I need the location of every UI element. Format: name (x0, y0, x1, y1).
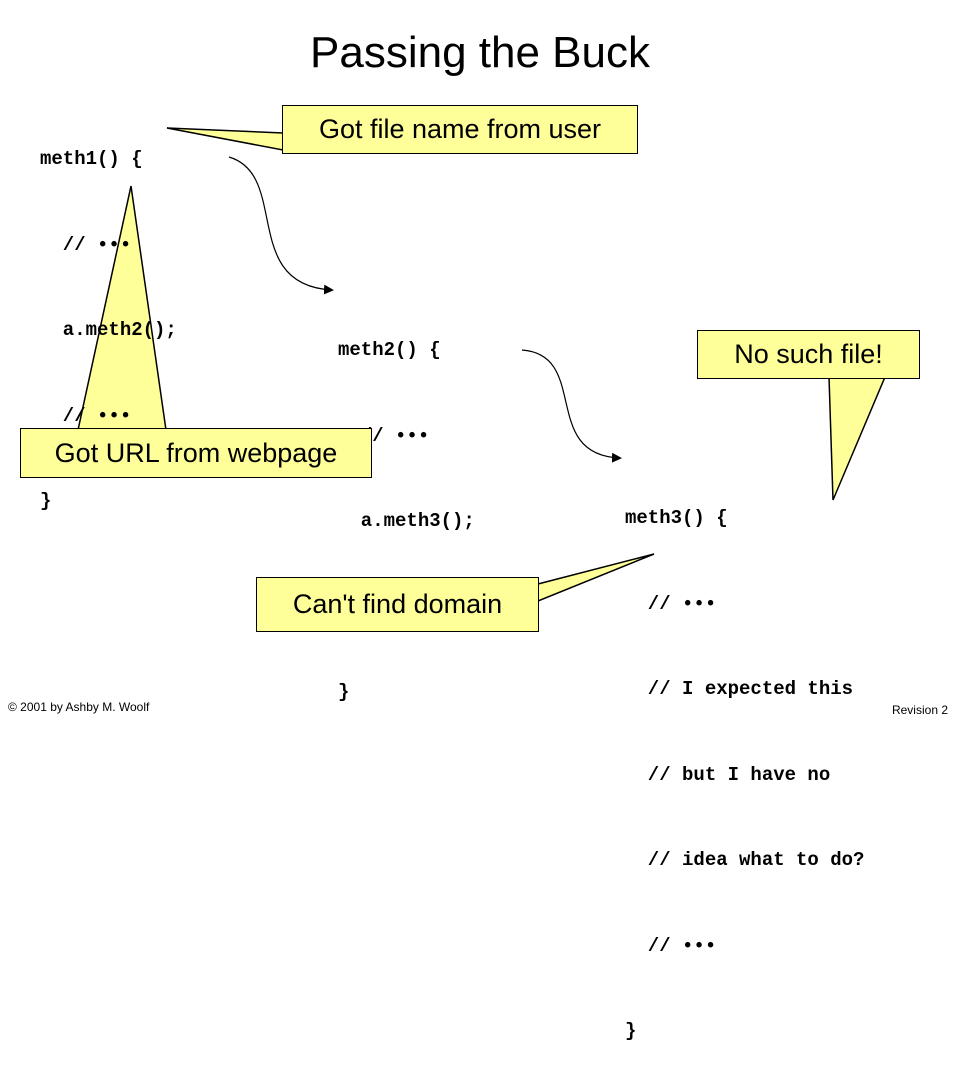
diagram-connectors (77, 127, 887, 603)
domain-callout: Can't find domain (256, 577, 539, 632)
no-file-callout: No such file! (697, 330, 920, 379)
code-line: // ••• (40, 404, 132, 427)
code-line: // ••• (40, 233, 132, 256)
file-name-callout-pointer (166, 127, 284, 151)
slide-title: Passing the Buck (310, 28, 650, 77)
code-line: // ••• (625, 592, 717, 615)
call-arrow-meth3 (521, 349, 622, 463)
meth1-code: meth1() { // ••• a.meth2(); // ••• } (40, 88, 177, 544)
code-line: } (625, 1020, 637, 1042)
url-callout: Got URL from webpage (20, 428, 372, 478)
file-name-callout: Got file name from user (282, 105, 638, 154)
code-line: // idea what to do? (625, 849, 865, 871)
meth3-code: meth3() { // ••• // I expected this // b… (625, 447, 864, 1074)
code-line: } (338, 681, 350, 703)
code-line: } (40, 490, 52, 512)
meth2-code: meth2() { // ••• a.meth3(); // ••• } (338, 279, 475, 735)
code-line: // but I have no (625, 763, 831, 786)
revision-footer: Revision 2 (891, 703, 948, 717)
copyright-footer: © 2001 by Ashby M. Woolf (8, 700, 150, 714)
code-line: meth3() { (625, 507, 728, 529)
code-line: meth1() { (40, 148, 143, 170)
code-line: // ••• (625, 934, 717, 957)
call-arrow-meth2 (228, 156, 334, 295)
code-line: a.meth3(); (338, 510, 475, 532)
code-line: meth2() { (338, 339, 441, 361)
code-line: // I expected this (625, 678, 854, 700)
code-line: a.meth2(); (40, 319, 177, 341)
